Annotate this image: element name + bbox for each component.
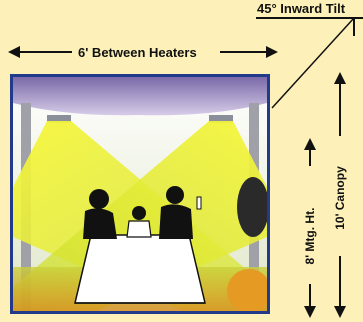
right-heater-icon — [209, 115, 233, 123]
diner-right — [159, 186, 193, 239]
left-heater-icon — [47, 115, 71, 123]
table — [74, 234, 206, 304]
left-arrowhead-icon — [8, 46, 20, 58]
canopy-down-arrowhead-icon — [334, 306, 346, 318]
diner-left — [83, 189, 117, 239]
canopy-shape — [13, 77, 267, 116]
mount-height-label: 8' Mtg. Ht. — [303, 207, 317, 265]
vertical-dimension-arrows — [304, 72, 346, 318]
mount-height-down-arrowhead-icon — [304, 306, 316, 318]
spacing-label: 6' Between Heaters — [78, 45, 197, 60]
tilt-label: 45° Inward Tilt — [257, 1, 346, 16]
tilt-diagonal-line — [271, 17, 355, 109]
canopy-up-arrowhead-icon — [334, 72, 346, 84]
mount-height-up-arrowhead-icon — [304, 138, 316, 150]
diner-child — [126, 206, 152, 238]
orange-foliage — [227, 269, 267, 311]
right-arrowhead-icon — [266, 46, 278, 58]
spacing-dimension-arrows — [8, 46, 278, 58]
tilt-angle-indicator — [256, 17, 363, 109]
restaurant-patio-illustration — [10, 74, 270, 314]
scene-artwork — [13, 77, 267, 311]
glass-icon — [196, 196, 202, 210]
dark-foliage — [237, 177, 267, 237]
canopy-label: 10' Canopy — [333, 166, 347, 230]
